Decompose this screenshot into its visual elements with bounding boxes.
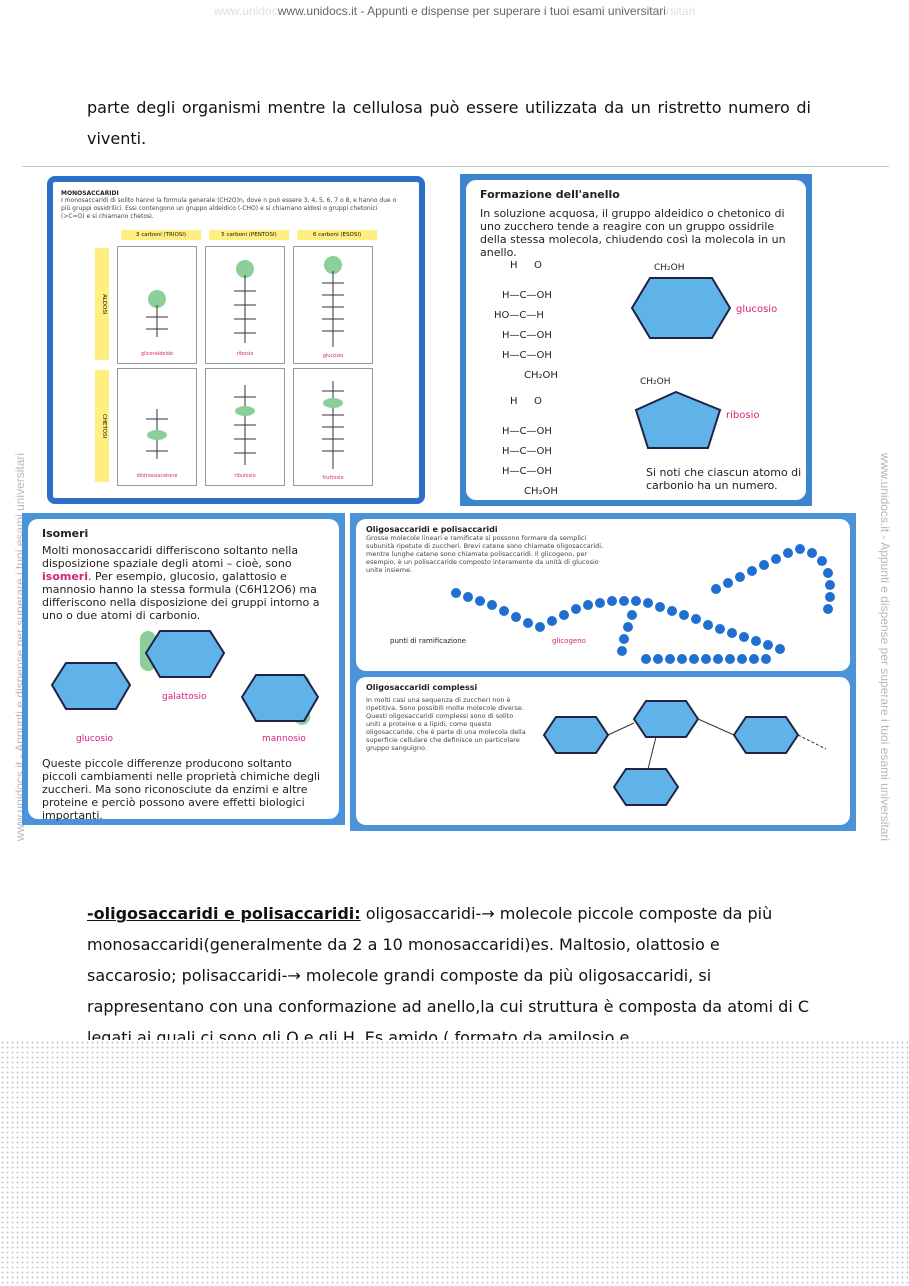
iso-title: Isomeri	[42, 527, 89, 540]
name-diidrossiacetone: diidrossiacetone	[137, 473, 178, 479]
name-glucosio: glucosio	[323, 353, 344, 359]
ring-glucosio-label: glucosio	[736, 304, 777, 315]
name-ribulosio: ribulosio	[234, 473, 255, 479]
mono-row-ketoses: CHETOSI	[95, 370, 109, 482]
monosaccharides-panel: MONOSACCARIDI I monosaccaridi di solito …	[47, 176, 425, 504]
header-watermark-left: www.unidoc	[213, 4, 278, 18]
oligo-title: Oligosaccaridi e polisaccaridi	[366, 525, 498, 534]
svg-text:O: O	[534, 396, 542, 407]
svg-text:H: H	[510, 396, 518, 407]
cell-gliceraldeide: gliceraldeide	[117, 246, 197, 364]
paragraph-oligosaccharides: -oligosaccaridi e polisaccaridi: oligosa…	[87, 898, 811, 1053]
diidrossiacetone-structure-icon: diidrossiacetone	[137, 409, 178, 479]
svg-text:HO—C—H: HO—C—H	[494, 310, 544, 321]
glycogen-chain-icon: punti di ramificazione glicogeno	[390, 544, 835, 664]
iso-keyword: isomeri	[42, 570, 88, 583]
ring-formation-panel: Formazione dell'anello In soluzione acqu…	[460, 174, 812, 506]
iso-text: Molti monosaccaridi differiscono soltant…	[42, 544, 325, 622]
gliceraldeide-structure-icon: gliceraldeide	[141, 290, 173, 357]
svg-text:CH₂OH: CH₂OH	[640, 377, 671, 387]
mono-col-hexoses: 6 carboni (ESOSI)	[297, 230, 377, 240]
cell-diidrossiacetone: diidrossiacetone	[117, 368, 197, 486]
iso-glucosio-label: glucosio	[76, 734, 114, 744]
fruttosio-structure-icon: fruttosio	[322, 381, 344, 481]
svg-text:CH₂OH: CH₂OH	[524, 486, 558, 497]
iso-text-part2: . Per esempio, glucosio, galattosio e ma…	[42, 570, 320, 622]
ring-note: Si noti che ciascun atomo di carbonio ha…	[646, 466, 802, 492]
svg-text:O: O	[534, 260, 542, 271]
mono-title: MONOSACCARIDI	[61, 190, 119, 197]
svg-text:H—C—OH: H—C—OH	[502, 466, 552, 477]
preview-blur-overlay	[0, 1040, 909, 1286]
name-fruttosio: fruttosio	[322, 475, 343, 481]
svg-text:CH₂OH: CH₂OH	[654, 263, 685, 273]
ring-diagram-icon: H O H—C—OH HO—C—H H—C—OH H—C—OH CH₂OH H O H—…	[494, 260, 777, 497]
mono-col-trioses: 3 carboni (TRIOSI)	[121, 230, 201, 240]
svg-text:H—C—OH: H—C—OH	[502, 350, 552, 361]
svg-text:H—C—OH: H—C—OH	[502, 446, 552, 457]
iso-text-part1: Molti monosaccaridi differiscono soltant…	[42, 544, 299, 570]
mono-intro: I monosaccaridi di solito hanno la formu…	[61, 197, 397, 220]
svg-text:H—C—OH: H—C—OH	[502, 426, 552, 437]
cell-fruttosio: fruttosio	[293, 368, 373, 486]
complex-text: In molti casi una sequenza di zuccheri n…	[366, 696, 526, 752]
ring-title: Formazione dell'anello	[480, 188, 620, 201]
glucosio-structure-icon: glucosio	[322, 256, 344, 359]
ring-ribosio-label: ribosio	[726, 410, 759, 421]
branch-points-label: punti di ramificazione	[390, 637, 466, 645]
header-title[interactable]: www.unidocs.it - Appunti e dispense per …	[277, 4, 666, 18]
mono-row-aldoses: ALDOSI	[95, 248, 109, 360]
divider	[22, 166, 889, 167]
header-watermark-right: rsitari	[665, 4, 696, 18]
iso-footer: Queste piccole differenze producono solt…	[42, 757, 321, 822]
oligo-text: Grosse molecole lineari e ramificate si …	[366, 534, 604, 574]
isomers-diagram-icon: glucosio galattosio mannosio	[50, 630, 320, 744]
oligo-heading: -oligosaccaridi e polisaccaridi:	[87, 904, 361, 923]
paragraph-intro: parte degli organismi mentre la cellulos…	[87, 98, 811, 148]
polysaccharides-box: Oligosaccaridi e polisaccaridi Grosse mo…	[356, 519, 850, 671]
svg-text:H: H	[510, 260, 518, 271]
glycogen-label: glicogeno	[552, 637, 586, 645]
complex-oligosaccharide-icon	[542, 700, 827, 806]
iso-galattosio-label: galattosio	[162, 692, 207, 702]
complex-oligosaccharides-box: Oligosaccaridi complessi In molti casi u…	[356, 677, 850, 825]
svg-text:H—C—OH: H—C—OH	[502, 330, 552, 341]
cell-glucosio: glucosio	[293, 246, 373, 364]
cell-ribosio: ribosio	[205, 246, 285, 364]
oligosaccharides-panel: Oligosaccaridi e polisaccaridi Grosse mo…	[350, 513, 856, 831]
name-gliceraldeide: gliceraldeide	[141, 351, 173, 357]
iso-mannosio-label: mannosio	[262, 734, 306, 744]
name-ribosio: ribosio	[237, 351, 254, 357]
ribosio-structure-icon: ribosio	[234, 260, 256, 357]
oligo-body: oligosaccaridi-→ molecole piccole compos…	[87, 904, 810, 1047]
cell-ribulosio: ribulosio	[205, 368, 285, 486]
page-header: www.unidocwww.unidocs.it - Appunti e dis…	[0, 4, 909, 18]
isomers-panel: Isomeri Molti monosaccaridi differiscono…	[22, 513, 345, 825]
svg-text:H—C—OH: H—C—OH	[502, 290, 552, 301]
ring-text: In soluzione acquosa, il gruppo aldeidic…	[480, 207, 786, 259]
side-watermark-right: www.unidocs.it - Appunti e dispense per …	[878, 452, 892, 842]
complex-title: Oligosaccaridi complessi	[366, 683, 478, 692]
svg-text:CH₂OH: CH₂OH	[524, 370, 558, 381]
mono-col-pentoses: 5 carboni (PENTOSI)	[209, 230, 289, 240]
ribulosio-structure-icon: ribulosio	[234, 385, 256, 479]
